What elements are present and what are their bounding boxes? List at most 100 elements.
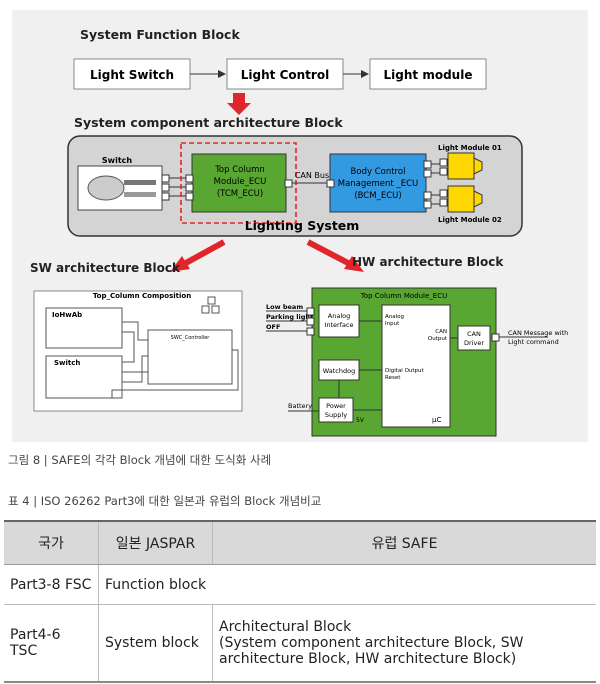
cell-europe-line2: (System component architecture Block, SW… [219,635,524,667]
hw-input-off: OFF [266,323,280,331]
sw-switch-block [45,355,123,399]
red-arrow-left [170,239,226,272]
hw-microcontroller [381,304,451,428]
comparison-table: 국가 일본 JASPAR 유럽 SAFE Part3-8 FSC Functio… [4,520,596,683]
port [439,198,448,207]
sw-wiring [111,321,239,398]
cell-europe: Architectural Block (System component ar… [212,604,596,683]
port [161,183,170,192]
cell-japan: System block [98,604,213,683]
hw-power-supply-1: Power [326,402,346,410]
light-control-box [226,58,344,90]
table-header-row: 국가 일본 JASPAR 유럽 SAFE [4,520,596,565]
sw-composition-title: Top_Column Composition [93,292,191,300]
can-bus-label: CAN Bus [295,171,329,180]
port [185,174,194,183]
port [161,192,170,201]
hw-analog-input-2: Input [385,321,400,327]
cell-country: Part4-6 TSC [4,604,99,683]
hw-can-message-1: CAN Message with [508,329,568,337]
hw-title: HW architecture Block [352,255,504,269]
port [306,327,315,336]
switch-stalk [124,180,156,185]
light-switch-label: Light Switch [90,68,174,82]
hw-analog-input-1: Analog [385,314,404,320]
sw-iohwab-block [45,307,123,349]
hw-analog-interface-1: Analog [328,312,350,320]
light-switch-box [73,58,191,90]
hw-digital-output-2: Reset [385,375,401,381]
hw-title-label: Top Column Module_ECU [360,292,447,300]
port [306,307,315,316]
sw-title: SW architecture Block [30,261,181,275]
port [439,189,448,198]
bcm-ecu-box [329,153,427,213]
hw-analog-interface [318,304,360,338]
tcm-label-1: Top Column [214,165,265,175]
block-diagram: System Function Block Light Switch Light… [30,27,568,437]
cell-europe-line1: Architectural Block [219,619,352,635]
port [439,158,448,167]
red-arrow-right [306,239,364,272]
port [423,160,432,169]
port [306,317,315,326]
light-module-02-label: Light Module 02 [438,216,502,224]
hw-analog-interface-2: Interface [324,321,353,329]
hw-battery-label: Battery [288,402,312,410]
sw-icon-square [207,296,216,305]
lamp-head-01 [473,157,483,175]
light-module-label: Light module [384,68,473,82]
port [185,183,194,192]
sw-controller-label: SWC_Controller [171,335,211,341]
tcm-ecu-box [191,153,287,213]
port [161,174,170,183]
hw-can-message-2: Light command [508,338,559,346]
hw-digital-output-1: Digital Output [385,368,425,374]
header-country: 국가 [4,520,99,565]
cell-country: Part3-8 FSC [4,564,99,605]
figure-caption: 그림 8 | SAFE의 각각 Block 개념에 대한 도식화 사례 [8,453,272,467]
port [423,200,432,209]
sw-controller-block [147,329,233,385]
sca-title: System component architecture Block [74,115,343,130]
switch-knob [87,175,125,201]
port [423,169,432,178]
port [185,192,194,201]
sw-icon-square [211,305,220,314]
light-module-01 [447,152,475,180]
bcm-label-2: Management _ECU [338,179,418,189]
bcm-label-3: (BCM_ECU) [354,191,401,201]
switch-stalk-2 [124,192,156,197]
table-row: Part3-8 FSC Function block [4,564,596,605]
tcm-label-2: Module_ECU [214,177,267,187]
sw-iohwab-label: IoHwAb [52,311,82,319]
bcm-label-1: Body Control [351,167,406,177]
hw-can-output-2: Output [428,336,448,342]
table-row: Part4-6 TSC System block Architectural B… [4,604,596,683]
header-europe: 유럽 SAFE [212,520,596,565]
red-down-arrow [227,93,251,115]
hw-5v-label: 5V [356,417,365,424]
hw-uc-label: µC [432,416,441,424]
light-module-box [369,58,487,90]
lighting-system-label: Lighting System [245,218,360,233]
sw-switch-label: Switch [54,359,80,367]
hw-input-low-beam: Low beam [266,303,303,311]
light-control-label: Light Control [241,68,329,82]
port [284,179,293,188]
hw-watchdog-label: Watchdog [323,367,355,375]
figure-illustration: System Function Block Light Switch Light… [12,10,588,442]
light-module-02 [447,185,475,213]
hw-can-driver-2: Driver [464,339,484,347]
hw-input-parking: Parking light [266,313,313,321]
sfb-title: System Function Block [80,27,240,42]
switch-label: Switch [102,156,132,165]
header-japan: 일본 JASPAR [98,520,213,565]
port [326,179,335,188]
tcm-label-3: (TCM_ECU) [217,189,263,199]
port [439,167,448,176]
hw-can-driver [457,325,491,351]
lamp-head-02 [473,190,483,208]
hw-can-driver-1: CAN [467,330,481,338]
cell-japan: Function block [98,564,596,605]
